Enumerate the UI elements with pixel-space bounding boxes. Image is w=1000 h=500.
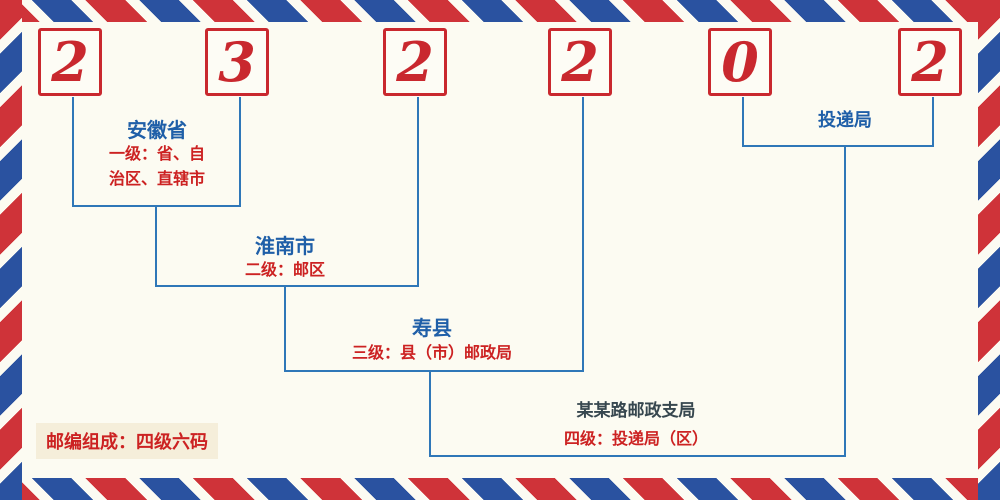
level4-description: 四级：投递局（区）	[563, 429, 709, 448]
level3-description: 三级：县（市）邮政局	[351, 343, 513, 362]
connector-line	[284, 285, 286, 370]
level3-name: 寿县	[412, 316, 452, 340]
digit-box-1: 2	[38, 28, 102, 96]
airmail-border-left	[0, 0, 22, 500]
level1-description: 一级：省、自 治区、直辖市	[109, 142, 205, 192]
airmail-border-top	[0, 0, 1000, 22]
level2-name: 淮南市	[255, 234, 315, 258]
level1-description-line1: 一级：省、自	[108, 144, 206, 163]
connector-line	[155, 285, 419, 287]
delivery-bureau-label: 投递局	[818, 110, 872, 131]
digit-box-5: 0	[708, 28, 772, 96]
level2-description: 二级：邮区	[244, 260, 326, 279]
connector-line	[844, 145, 846, 457]
connector-line	[284, 370, 584, 372]
digit-box-3: 2	[383, 28, 447, 96]
connector-line	[582, 97, 584, 370]
connector-line	[155, 205, 157, 285]
connector-line	[932, 97, 934, 145]
connector-line	[742, 97, 744, 145]
connector-line	[72, 97, 74, 205]
connector-line	[239, 97, 241, 205]
digit-box-4: 2	[548, 28, 612, 96]
connector-line	[429, 370, 431, 455]
footer-note: 邮编组成：四级六码	[36, 423, 218, 459]
digit-box-6: 2	[898, 28, 962, 96]
level1-description-line2: 治区、直辖市	[108, 168, 206, 188]
airmail-border-right	[978, 0, 1000, 500]
airmail-border-bottom	[0, 478, 1000, 500]
connector-line	[742, 145, 934, 147]
level4-name: 某某路邮政支局	[576, 401, 696, 421]
level1-name: 安徽省	[127, 118, 187, 142]
digit-box-2: 3	[205, 28, 269, 96]
connector-line	[417, 97, 419, 285]
connector-line	[429, 455, 846, 457]
